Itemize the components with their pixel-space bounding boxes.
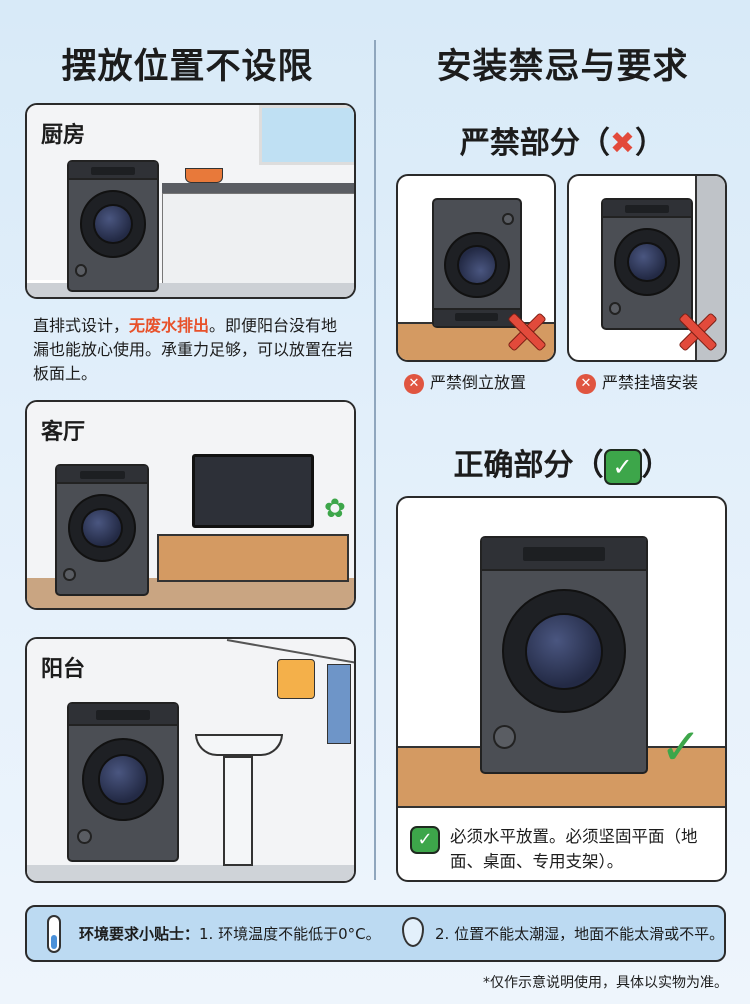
living-room-label: 客厅 [41,420,86,445]
forbidden-heading: 严禁部分（✖） [459,126,666,161]
washer-illustration [55,464,149,596]
balcony-card: 阳台 [25,637,356,883]
tips-title: 环境要求小贴士： [79,925,200,943]
correct-heading: 正确部分（✓） [453,448,672,485]
check-icon: ✓ [603,448,642,485]
correct-caption: ✓必须水平放置。必须坚固平面（地面、桌面、专用支架）。 [410,824,720,874]
right-title: 安装禁忌与要求 [436,47,689,87]
highlight-text: 无废水排出 [129,316,210,335]
check-mark-icon: ✓ [660,718,702,776]
check-icon: ✓ [410,826,440,854]
footnote: *仅作示意说明使用，具体以实物为准。 [483,975,728,991]
plant: ✿ [324,494,346,524]
kitchen-label: 厨房 [41,123,86,148]
tips-bar: 环境要求小贴士：1. 环境温度不能低于0°C。 2. 位置不能太潮湿，地面不能太… [25,905,726,962]
correct-card: ✓ ✓必须水平放置。必须坚固平面（地面、桌面、专用支架）。 [396,496,727,882]
shirt [277,659,315,699]
television [192,454,314,528]
tip-1: 1. 环境温度不能低于0°C。 [199,925,381,943]
sink [195,734,283,756]
forbidden-wall-mount-card [567,174,727,362]
window [259,105,354,165]
pot [185,168,223,183]
pants [327,664,351,744]
washer-level [480,536,648,774]
cross-icon: ✖ [609,126,636,161]
kitchen-description: 直排式设计，无废水排出。即便阳台没有地漏也能放心使用。承重力足够，可以放置在岩板… [33,316,354,383]
forbidden-upside-down-card [396,174,556,362]
countertop [162,183,354,193]
balcony-label: 阳台 [41,657,86,682]
cross-circle-icon: ✕ [404,373,424,394]
forbidden-caption-1: ✕严禁倒立放置 [404,371,526,395]
kitchen-cabinets [162,193,354,285]
washer-upside-down [432,198,522,328]
tip-2: 2. 位置不能太潮湿，地面不能太滑或不平。 [435,925,725,943]
left-title: 摆放位置不设限 [61,47,314,87]
tips-content: 环境要求小贴士：1. 环境温度不能低于0°C。 [79,923,381,944]
cross-circle-icon: ✕ [576,373,596,394]
tv-cabinet [157,534,349,582]
washer-wall-mounted [601,198,693,330]
washer-illustration [67,702,179,862]
thermometer-icon [47,915,61,953]
column-divider [374,40,376,880]
cross-mark-icon [677,311,717,351]
washer-illustration [67,160,159,292]
forbidden-caption-2: ✕严禁挂墙安装 [576,371,698,395]
kitchen-card: 厨房 [25,103,356,299]
sink-pedestal [223,756,253,866]
cross-mark-icon [506,311,546,351]
living-room-card: 客厅 ✿ [25,400,356,610]
water-drop-icon [402,917,424,947]
